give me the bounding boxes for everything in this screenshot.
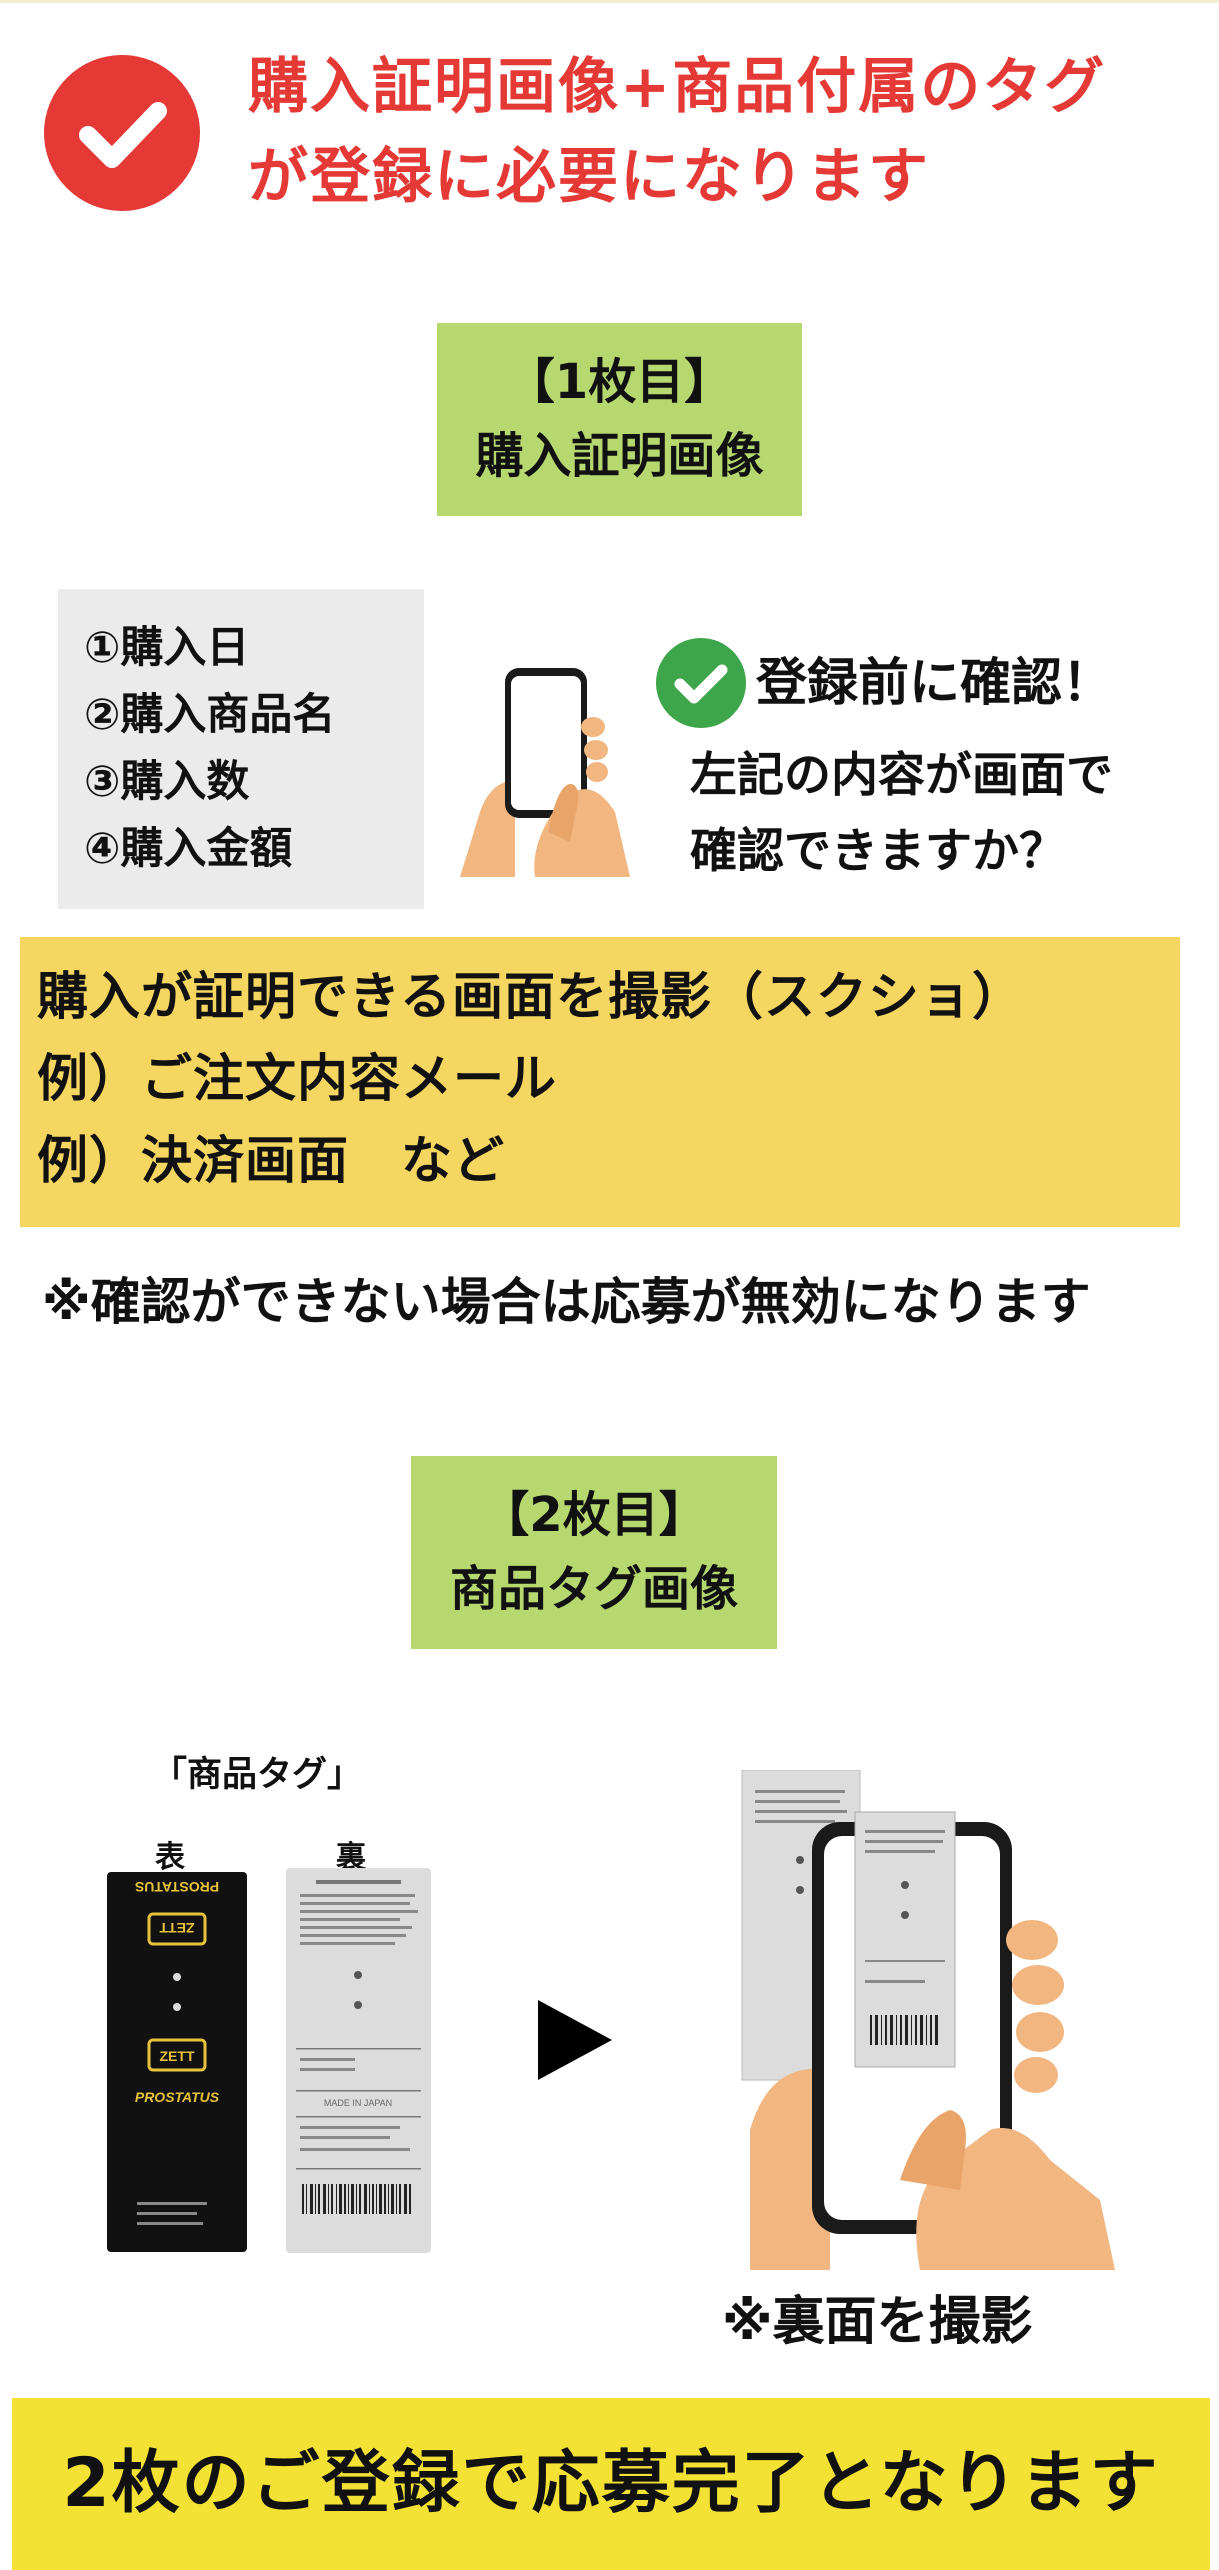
completion-banner: 2枚のご登録で応募完了となります — [12, 2398, 1210, 2570]
page-title: 購入証明画像+商品付属のタグ が登録に必要になります — [248, 42, 1188, 222]
instruction-line: 購入が証明できる画面を撮影（スクショ） — [37, 968, 1024, 1027]
tag-front-image: PROSTATUS ZETT ZETT PROSTATUS — [107, 1872, 247, 2252]
tag-back-image: MADE IN JAPAN — [286, 1868, 431, 2253]
instruction-line: 例）ご注文内容メール — [37, 1050, 558, 1109]
screenshot-instructions: 購入が証明できる画面を撮影（スクショ） 例）ご注文内容メール 例）決済画面 など — [20, 937, 1180, 1227]
title-line-1: 購入証明画像+商品付属のタグ — [248, 52, 1107, 122]
arrow-right-icon — [538, 2000, 612, 2080]
section1-label-number: 【1枚目】 — [506, 354, 733, 410]
tag-made-in: MADE IN JAPAN — [324, 2098, 392, 2108]
invalid-warning: ※確認ができない場合は応募が無効になります — [42, 1273, 1091, 1331]
checklist-item: ③購入数 — [84, 757, 250, 807]
title-line-2: が登録に必要になります — [248, 142, 930, 212]
confirm-text: 左記の内容が画面で 確認できますか？ — [690, 738, 1190, 890]
confirm-check-icon — [656, 638, 746, 728]
hand-holding-phone-icon — [460, 668, 630, 877]
front-label: 表 — [155, 1840, 185, 1875]
purchase-info-checklist: ①購入日 ②購入商品名 ③購入数 ④購入金額 — [58, 589, 424, 909]
instruction-line: 例）決済画面 など — [37, 1132, 506, 1191]
tag-product-flipped: PROSTATUS — [135, 1879, 219, 1895]
section2-label-title: 商品タグ画像 — [449, 1561, 738, 1617]
phone-scanning-tag-icon — [741, 1770, 1115, 2270]
checklist-item: ②購入商品名 — [84, 690, 336, 740]
tag-brand-flipped: ZETT — [159, 1920, 194, 1936]
confirm-text-line-2: 確認できますか？ — [690, 824, 1066, 879]
tag-brand: ZETT — [160, 2048, 195, 2064]
section2-label-number: 【2枚目】 — [481, 1487, 707, 1543]
check-circle-icon — [44, 55, 200, 211]
confirm-title: 登録前に確認！ — [756, 654, 1114, 713]
tag-caption: 「商品タグ」 — [152, 1755, 363, 1795]
confirm-text-line-1: 左記の内容が画面で — [690, 748, 1113, 803]
checklist-item: ④購入金額 — [84, 824, 293, 874]
completion-text: 2枚のご登録で応募完了となります — [62, 2444, 1160, 2523]
tag-product: PROSTATUS — [135, 2089, 220, 2105]
section2-label: 【2枚目】 商品タグ画像 — [411, 1456, 777, 1649]
section1-label-title: 購入証明画像 — [475, 428, 764, 484]
section1-label: 【1枚目】 購入証明画像 — [437, 323, 802, 516]
shoot-back-note: ※裏面を撮影 — [722, 2292, 1033, 2352]
checklist-item: ①購入日 — [84, 623, 250, 673]
top-divider — [0, 0, 1219, 3]
